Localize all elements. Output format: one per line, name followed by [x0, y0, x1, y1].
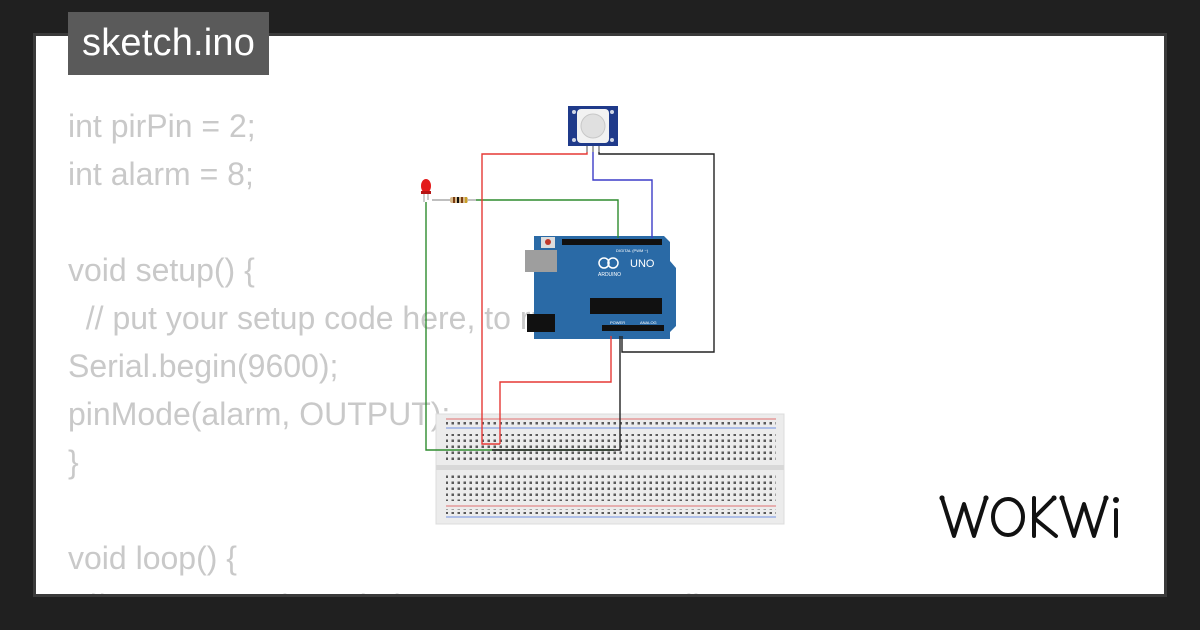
sketch-filename: sketch.ino	[68, 12, 270, 75]
code-line: Serial.begin(9600);	[68, 348, 339, 384]
arduino-board: UNO ARDUINO DIGITAL (PWM ~) POWER ANALOG	[525, 236, 676, 339]
circuit-diagram: UNO ARDUINO DIGITAL (PWM ~) POWER ANALOG	[421, 106, 785, 525]
wire-pir-signal	[592, 152, 653, 238]
wire-pir-vcc	[481, 152, 588, 445]
code-line: int alarm = 8;	[68, 156, 254, 192]
wires	[425, 152, 715, 451]
board-power-label: POWER	[610, 320, 625, 325]
board-brand-label: ARDUINO	[598, 272, 621, 278]
wire-5v	[499, 336, 612, 444]
code-line: void setup() {	[68, 252, 255, 288]
code-line: void loop() {	[68, 540, 237, 576]
board-analog-label: ANALOG	[640, 320, 657, 325]
board-model-label: UNO	[630, 258, 655, 270]
resistor	[432, 197, 476, 203]
breadboard	[435, 413, 785, 525]
code-line: int pirPin = 2;	[68, 108, 256, 144]
wire-gnd	[492, 336, 621, 451]
code-line: // put your main code here, to run repea…	[68, 582, 725, 594]
pir-sensor	[568, 106, 618, 152]
wire-pir-gnd	[598, 152, 715, 353]
led	[421, 179, 431, 202]
board-header-label: DIGITAL (PWM ~)	[616, 248, 649, 253]
code-line: }	[68, 444, 79, 480]
code-preview: int pirPin = 2; int alarm = 8; void setup(…	[68, 102, 725, 594]
wire-resistor-pin8	[476, 199, 619, 238]
code-line: pinMode(alarm, OUTPUT);	[68, 396, 451, 432]
project-preview-card: int pirPin = 2; int alarm = 8; void setup(…	[33, 33, 1167, 597]
wokwi-logo	[939, 495, 1119, 538]
